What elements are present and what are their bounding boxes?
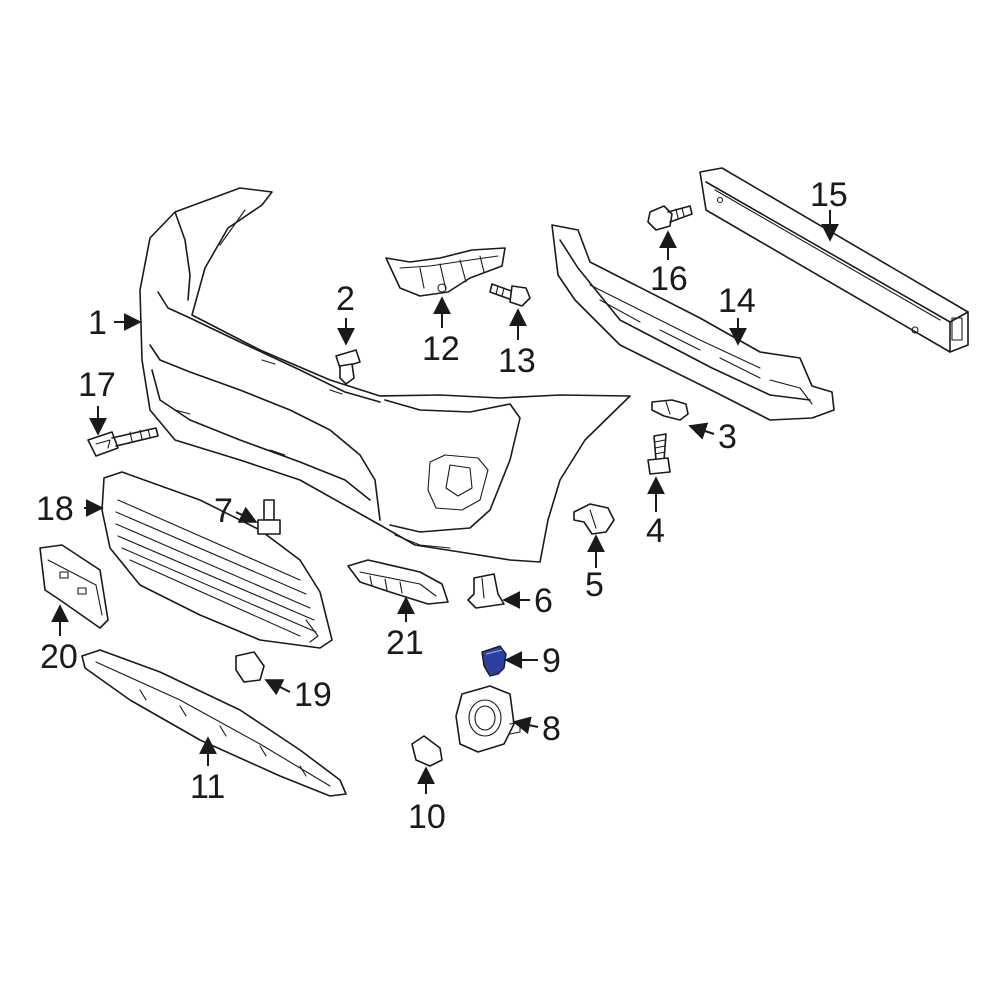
- callout-11[interactable]: 11: [190, 768, 225, 806]
- part-2-clip[interactable]: [335, 349, 361, 385]
- callout-10[interactable]: 10: [408, 798, 446, 836]
- part-21-fog-bezel[interactable]: [347, 559, 449, 605]
- callout-8[interactable]: 8: [542, 710, 561, 748]
- part-17-tow-hook[interactable]: [87, 427, 159, 457]
- callout-13[interactable]: 13: [498, 342, 536, 380]
- part-1-bumper-cover[interactable]: [139, 187, 631, 563]
- part-9-clip-highlighted[interactable]: [481, 645, 507, 677]
- part-5-clip[interactable]: [573, 503, 615, 535]
- part-3-bracket[interactable]: [651, 399, 689, 421]
- callout-20[interactable]: 20: [40, 638, 78, 676]
- callout-15[interactable]: 15: [810, 176, 848, 214]
- part-11-lower-spoiler[interactable]: [81, 649, 347, 797]
- part-8-fog-bezel[interactable]: [455, 685, 521, 753]
- callout-9[interactable]: 9: [542, 642, 561, 680]
- callout-16[interactable]: 16: [650, 260, 688, 298]
- callout-3[interactable]: 3: [718, 418, 737, 456]
- part-16-bolt[interactable]: [647, 205, 693, 231]
- part-19-cover[interactable]: [235, 651, 265, 683]
- callout-14[interactable]: 14: [718, 282, 756, 320]
- part-12-support-bracket[interactable]: [385, 247, 506, 297]
- part-6-retainer[interactable]: [467, 573, 505, 609]
- callout-7[interactable]: 7: [214, 492, 233, 530]
- part-4-screw[interactable]: [647, 433, 671, 475]
- part-20-license-bracket[interactable]: [39, 544, 109, 629]
- callout-19[interactable]: 19: [294, 676, 332, 714]
- part-14-energy-absorber[interactable]: [551, 224, 835, 421]
- part-15-reinforcement-beam[interactable]: [699, 167, 969, 353]
- part-18-lower-grille[interactable]: [101, 471, 333, 649]
- part-10-small-bracket[interactable]: [411, 735, 443, 767]
- callout-4[interactable]: 4: [646, 512, 665, 550]
- callout-18[interactable]: 18: [36, 490, 74, 528]
- callout-labels: 1 2 3 4 5 6 7 8 9 10 11 12 13 14 15 16 1…: [36, 176, 848, 836]
- part-13-bolt[interactable]: [489, 283, 531, 307]
- callout-21[interactable]: 21: [386, 624, 424, 662]
- callout-6[interactable]: 6: [534, 582, 553, 620]
- callout-2[interactable]: 2: [336, 280, 355, 318]
- callout-17[interactable]: 17: [78, 366, 116, 404]
- callout-1[interactable]: 1: [88, 304, 107, 342]
- callout-leaders: [51, 210, 839, 794]
- part-7-bolt[interactable]: [257, 499, 281, 535]
- callout-12[interactable]: 12: [422, 330, 460, 368]
- callout-5[interactable]: 5: [585, 566, 604, 604]
